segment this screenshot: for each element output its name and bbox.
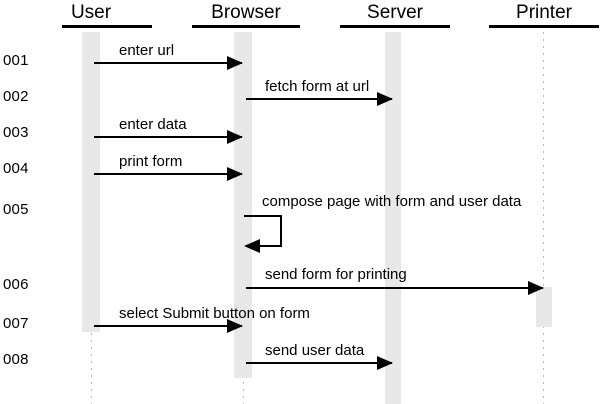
participant-label-printer: Printer bbox=[516, 2, 572, 23]
message-arrow-007 bbox=[94, 319, 243, 333]
arrowhead-icon bbox=[227, 319, 243, 333]
message-arrow-008 bbox=[246, 356, 393, 370]
activation-bar-browser bbox=[234, 32, 252, 378]
step-index-001: 001 bbox=[3, 52, 29, 69]
participant-rule-server bbox=[340, 25, 450, 28]
activation-bar-server bbox=[385, 32, 401, 404]
participant-server[interactable]: Server bbox=[340, 2, 450, 28]
message-label-006: send form for printing bbox=[265, 266, 407, 283]
activation-bar-user bbox=[82, 32, 100, 332]
message-arrow-006 bbox=[246, 281, 544, 295]
message-label-004: print form bbox=[119, 153, 183, 170]
step-index-004: 004 bbox=[3, 160, 29, 177]
arrowhead-icon bbox=[377, 356, 393, 370]
message-arrow-001 bbox=[94, 56, 243, 70]
arrowhead-icon bbox=[227, 167, 243, 181]
participant-rule-user bbox=[62, 25, 152, 28]
message-label-005: compose page with form and user data bbox=[262, 193, 522, 210]
message-arrow-004 bbox=[94, 167, 243, 181]
step-index-005: 005 bbox=[3, 201, 29, 218]
step-index-003: 003 bbox=[3, 124, 29, 141]
message-arrow-003 bbox=[94, 130, 243, 144]
self-message-right-segment bbox=[280, 215, 282, 247]
step-index-006: 006 bbox=[3, 276, 29, 293]
participant-rule-browser bbox=[192, 25, 300, 28]
participant-user[interactable]: User bbox=[42, 2, 152, 28]
participant-rule-printer bbox=[489, 25, 599, 28]
arrowhead-icon bbox=[528, 281, 544, 295]
arrowhead-icon bbox=[227, 56, 243, 70]
message-label-001: enter url bbox=[119, 42, 175, 59]
message-arrow-002 bbox=[246, 92, 393, 106]
step-index-007: 007 bbox=[3, 315, 29, 332]
lifeline-printer bbox=[543, 32, 544, 404]
participant-browser[interactable]: Browser bbox=[192, 2, 300, 28]
message-label-008: send user data bbox=[265, 342, 365, 359]
step-index-002: 002 bbox=[3, 88, 29, 105]
activation-bar-printer bbox=[536, 287, 552, 327]
arrowhead-icon bbox=[227, 130, 243, 144]
arrowhead-icon bbox=[244, 239, 260, 253]
participant-label-browser: Browser bbox=[211, 2, 281, 23]
message-label-003: enter data bbox=[119, 116, 187, 133]
self-message-bottom-segment bbox=[258, 245, 282, 247]
step-index-008: 008 bbox=[3, 351, 29, 368]
self-message-arrow-005 bbox=[244, 215, 284, 253]
message-label-007: select Submit button on form bbox=[119, 305, 310, 322]
participant-label-server: Server bbox=[367, 2, 423, 23]
participant-label-user: User bbox=[70, 2, 112, 23]
arrowhead-icon bbox=[377, 92, 393, 106]
self-message-top-segment bbox=[244, 215, 282, 217]
message-label-002: fetch form at url bbox=[265, 78, 370, 95]
participant-printer[interactable]: Printer bbox=[489, 2, 599, 28]
